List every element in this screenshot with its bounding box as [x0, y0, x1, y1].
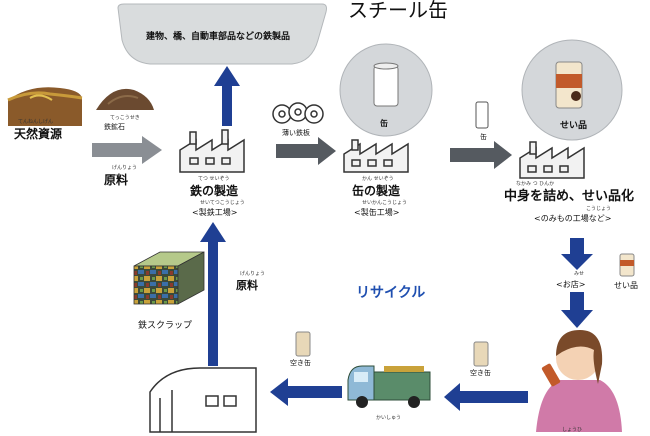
- natural-resources-label: 天然資源: [14, 127, 63, 141]
- steel-factory-icon: [179, 129, 245, 173]
- arrow-to-steel-factory: [92, 136, 162, 164]
- empty-can-icon-2: [295, 331, 311, 357]
- beverage-factory-furigana: こうじょう: [586, 206, 612, 212]
- iron-ore-furigana: てっこうせき: [110, 115, 140, 121]
- can-making-furigana: かん せいぞう: [362, 176, 394, 182]
- raw-material-2-label: 原料: [236, 279, 258, 292]
- recycling-building: [149, 367, 257, 433]
- store-furigana: みせ: [574, 271, 585, 277]
- arrow-to-products: [214, 66, 240, 126]
- iron-ore-pile: [96, 88, 154, 110]
- filling-label: 中身を詰め、せい品化: [504, 189, 635, 204]
- arrow-to-truck: [444, 383, 528, 411]
- steelmaking-label: 鉄の製造: [190, 184, 239, 198]
- empty-can-label-1: 空き缶: [470, 369, 491, 377]
- steelworks-label: <製鉄工場>: [192, 208, 238, 217]
- arrow-to-recycle-building: [270, 378, 342, 406]
- steelmaking-furigana: てつ せいぞう: [198, 176, 230, 182]
- thin-sheet-label: 薄い鉄板: [282, 129, 310, 137]
- iron-ore-label: 鉄鉱石: [104, 123, 125, 131]
- arrow-to-filling-factory: [450, 141, 512, 169]
- arrow-to-consumer: [561, 292, 593, 328]
- can-bubble: [339, 43, 433, 137]
- can-works-label: <製缶工場>: [354, 208, 400, 217]
- raw-material-label: 原料: [104, 173, 129, 187]
- raw-material-furigana: げんりょう: [112, 165, 138, 171]
- can-making-label: 缶の製造: [352, 184, 401, 198]
- collection-label: かいしゅう: [376, 415, 402, 421]
- can-bubble-label: 缶: [380, 119, 388, 128]
- product-bubble: [521, 39, 623, 141]
- small-can-icon: [475, 101, 489, 129]
- raw-material-2-furigana: げんりょう: [240, 271, 266, 277]
- recycle-label: リサイクル: [356, 285, 426, 301]
- small-can-label: 缶: [480, 133, 487, 141]
- arrow-to-store: [561, 238, 593, 270]
- consumer-illustration: [536, 330, 622, 432]
- filling-factory-icon: [519, 141, 585, 179]
- steel-coils-icon: [272, 102, 324, 124]
- products-banner-label: 建物、橋、自動車部品などの鉄製品: [146, 32, 291, 42]
- product-can-side: [619, 253, 635, 277]
- empty-can-icon-1: [473, 341, 489, 367]
- product-side-label: せい品: [614, 281, 638, 290]
- store-label: <お店>: [556, 280, 586, 289]
- diagram-title: スチール缶: [348, 0, 448, 22]
- arrow-to-can-factory: [276, 137, 336, 165]
- soil-illustration: [7, 87, 83, 126]
- iron-scrap-cube: [133, 251, 205, 305]
- can-factory-icon: [343, 139, 409, 173]
- consumer-label: しょうひ: [562, 427, 583, 433]
- collection-truck: [347, 365, 431, 408]
- can-works-furigana: せいかんこうじょう: [362, 200, 408, 206]
- empty-can-label-2: 空き缶: [290, 359, 311, 367]
- product-bubble-label: せい品: [560, 121, 588, 131]
- iron-scrap-label: 鉄スクラップ: [138, 321, 193, 331]
- steelworks-furigana: せいてつこうじょう: [200, 200, 245, 206]
- products-banner: [117, 3, 327, 65]
- beverage-factory-label: <のみもの工場など>: [534, 214, 612, 223]
- arrow-to-steel-from-scrap: [200, 222, 226, 366]
- filling-furigana: なかみ つ ひんか: [516, 181, 555, 187]
- natural-resources-furigana: てんねんしげん: [18, 119, 54, 125]
